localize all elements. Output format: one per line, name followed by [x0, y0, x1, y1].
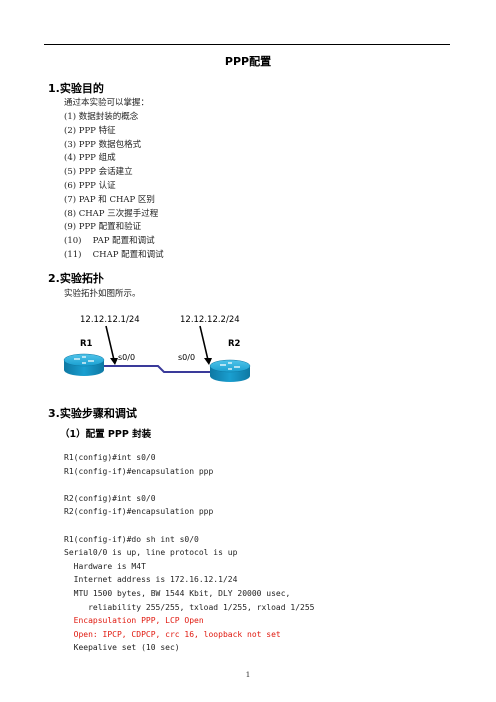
section-heading-topology: 2.实验拓扑 — [48, 272, 104, 285]
code-line: reliability 255/255, txload 1/255, rxloa… — [64, 602, 315, 612]
topology-intro: 实验拓扑如图所示。 — [64, 289, 141, 299]
code-line: Keepalive set (10 sec) — [64, 643, 180, 653]
r1-port-label: s0/0 — [118, 353, 135, 362]
code-line: R2(config-if)#encapsulation ppp — [64, 507, 214, 517]
section-heading-steps: 3.实验步骤和调试 — [48, 407, 137, 420]
code-line: Serial0/0 is up, line protocol is up — [64, 548, 238, 558]
code-line: R2(config)#int s0/0 — [64, 493, 156, 503]
top-rule — [44, 44, 450, 45]
objective-intro: 通过本实验可以掌握： — [64, 98, 150, 108]
code-line — [64, 519, 314, 533]
list-item: (10) PAP 配置和调试 — [64, 236, 155, 247]
list-item: (6) PPP 认证 — [64, 180, 116, 191]
page-title: PPP配置 — [224, 55, 272, 68]
r2-ip-label: 12.12.12.2/24 — [180, 315, 240, 325]
list-item: (2) PPP 特征 — [64, 125, 116, 136]
r1-ip-label: 12.12.12.1/24 — [80, 315, 140, 325]
section-heading-objective: 1.实验目的 — [48, 82, 104, 95]
list-item: (1) 数据封装的概念 — [64, 112, 139, 122]
list-item: (8) CHAP 三次握手过程 — [64, 208, 159, 219]
r2-label: R2 — [228, 339, 241, 349]
code-line: MTU 1500 bytes, BW 1544 Kbit, DLY 20000 … — [64, 588, 291, 598]
list-item: (5) PPP 会话建立 — [64, 167, 133, 178]
r2-arrow-head — [204, 358, 212, 365]
router-r1-icon — [63, 353, 105, 376]
list-item: (9) PPP 配置和验证 — [64, 222, 142, 233]
step-subheading: （1）配置 PPP 封装 — [60, 429, 152, 440]
r1-arrow — [105, 325, 115, 361]
r2-port-label: s0/0 — [178, 353, 195, 362]
r1-arrow-head — [110, 358, 118, 365]
r1-label: R1 — [80, 339, 93, 349]
code-line: Internet address is 172.16.12.1/24 — [64, 575, 238, 585]
code-line: R1(config-if)#encapsulation ppp — [64, 466, 214, 476]
code-block: R1(config)#int s0/0 R1(config-if)#encaps… — [64, 451, 314, 655]
code-line — [64, 478, 314, 492]
code-line: R1(config-if)#do sh int s0/0 — [64, 534, 199, 544]
list-item: (4) PPP 组成 — [64, 153, 116, 164]
page-number: 1 — [245, 670, 251, 679]
code-line: R1(config)#int s0/0 — [64, 453, 156, 462]
objective-list: (1) 数据封装的概念 (2) PPP 特征 (3) PPP 数据包格式 (4)… — [64, 111, 164, 263]
list-item: (7) PAP 和 CHAP 区别 — [64, 194, 155, 205]
code-line: Hardware is M4T — [64, 561, 146, 571]
list-item: (11) CHAP 配置和调试 — [64, 249, 164, 260]
r2-arrow — [199, 325, 209, 361]
code-line: Encapsulation PPP, LCP Open — [64, 616, 204, 626]
code-line: Open: IPCP, CDPCP, crc 16, loopback not … — [64, 629, 281, 639]
serial-link — [102, 365, 210, 373]
list-item: (3) PPP 数据包格式 — [64, 139, 142, 150]
topology-diagram: 12.12.12.1/24 12.12.12.2/24 R1 R2 s0/0 s… — [63, 315, 251, 382]
router-r2-icon — [209, 359, 251, 382]
